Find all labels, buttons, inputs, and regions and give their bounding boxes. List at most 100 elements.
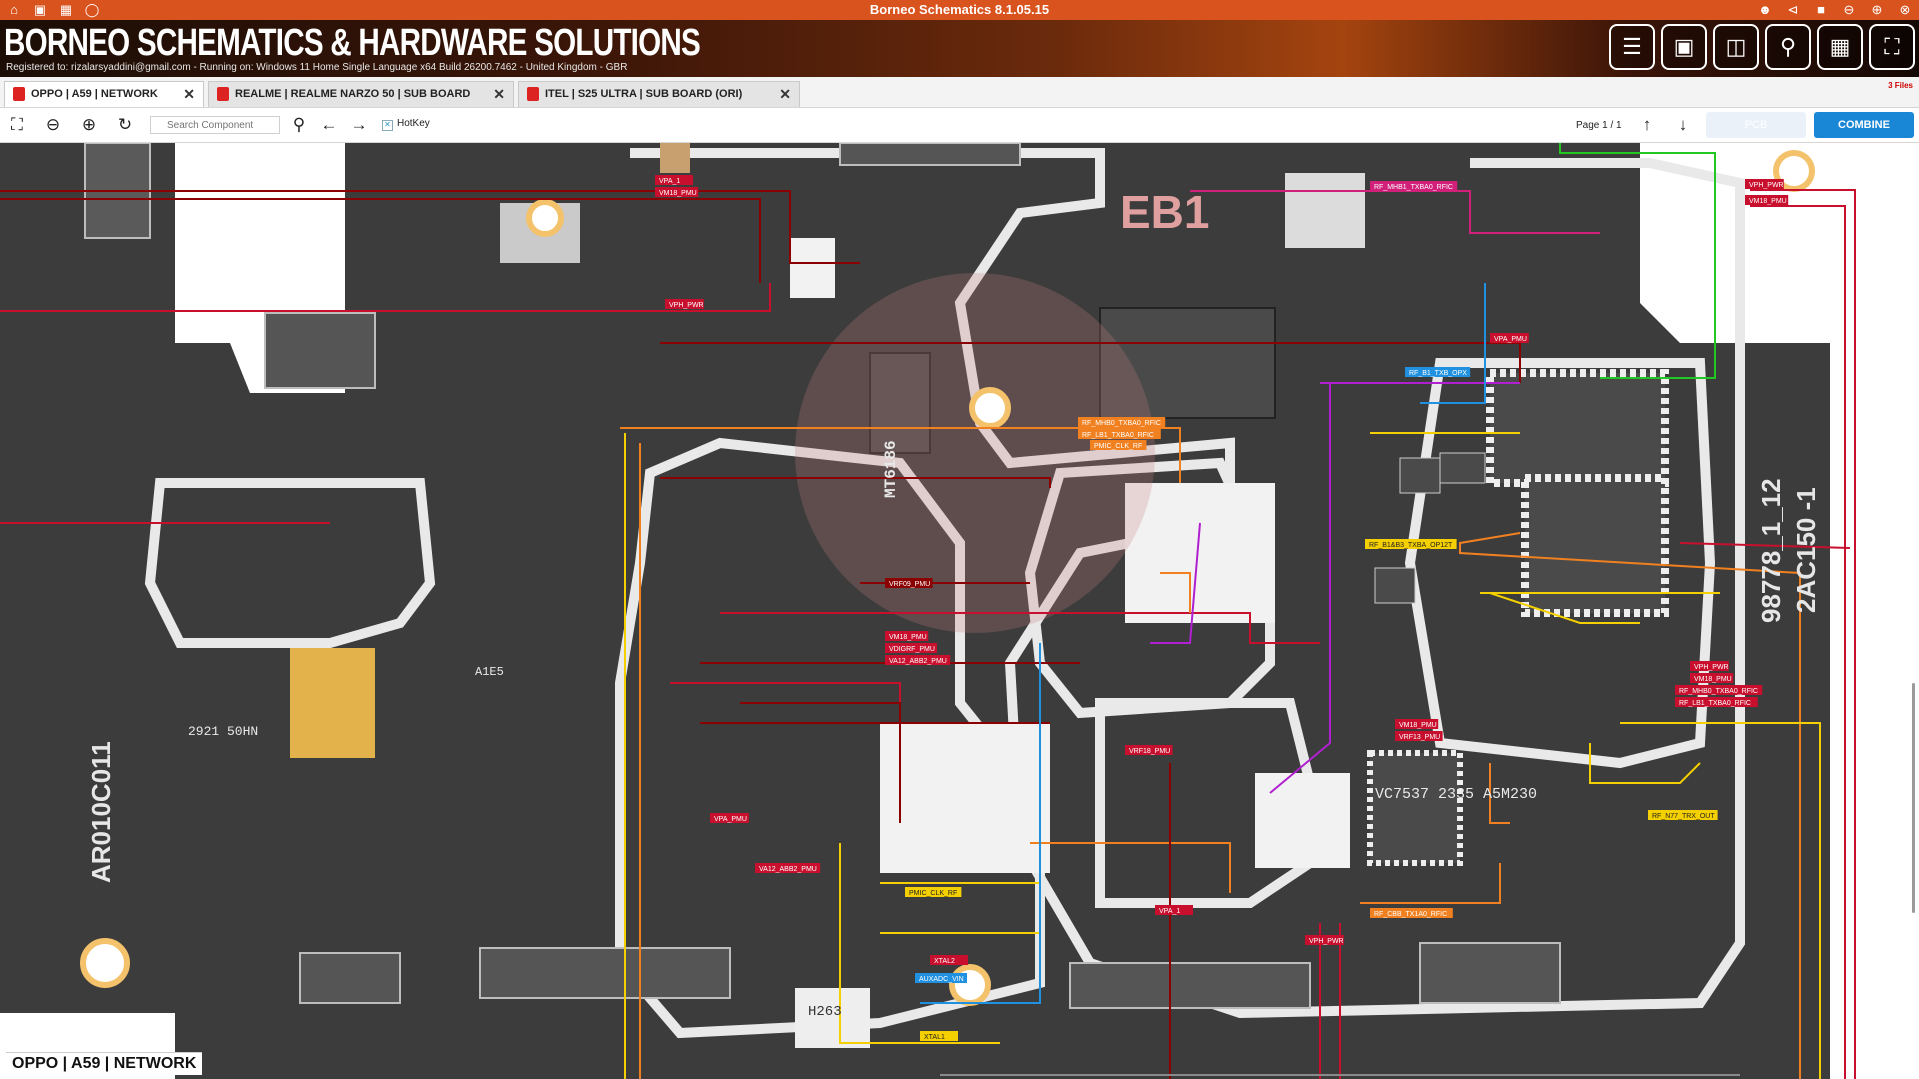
net-label[interactable]: VDIGRF_PMU — [885, 643, 937, 653]
combine-button[interactable]: COMBINE — [1814, 112, 1914, 138]
hotkey-toggle[interactable]: ✕HotKey — [382, 118, 430, 131]
home-icon[interactable]: ⌂ — [10, 2, 18, 17]
tab-realme-narzo[interactable]: REALME | REALME NARZO 50 | SUB BOARD ✕ — [208, 81, 514, 107]
net-trace — [1679, 542, 1851, 549]
fit-screen-icon[interactable]: ⛶ — [11, 115, 23, 134]
edge-icon[interactable]: ◯ — [84, 2, 100, 17]
net-label-bg — [885, 631, 929, 641]
report-icon[interactable]: ☰ — [1609, 24, 1655, 70]
banner-title: BORNEO SCHEMATICS & HARDWARE SOLUTIONS — [4, 22, 701, 64]
net-label-bg — [1155, 905, 1193, 915]
grid-icon[interactable]: ▦ — [59, 2, 73, 17]
net-label[interactable]: VPH_PWR — [1305, 935, 1344, 945]
net-label[interactable]: RF_LB1_TXBA0_RFIC — [1078, 429, 1161, 439]
board-viewer[interactable]: EB1 98778_1_12 2AC150 -1 AR010C011 MT618… — [0, 143, 1919, 1079]
net-label[interactable]: VM18_PMU — [1395, 719, 1439, 729]
tab-itel-s25[interactable]: ITEL | S25 ULTRA | SUB BOARD (ORI) ✕ — [518, 81, 800, 107]
net-label-text: VDIGRF_PMU — [889, 646, 935, 653]
net-label[interactable]: VPA_PMU — [1490, 333, 1529, 343]
net-trace — [839, 843, 1000, 1044]
net-label[interactable]: VPA_1 — [1155, 905, 1193, 915]
net-trace — [740, 702, 901, 823]
net-label-bg — [885, 578, 933, 588]
net-label-text: XTAL1 — [924, 1034, 945, 1041]
minimize-icon[interactable]: ⊖ — [1843, 2, 1855, 17]
vertical-scrollbar[interactable] — [1912, 683, 1915, 913]
scan-icon[interactable]: ⛶ — [1869, 24, 1915, 70]
zoom-in-icon[interactable]: ⊕ — [81, 115, 97, 134]
net-label-bg — [755, 863, 821, 873]
viewer-toolbar: ⛶ ⊖ ⊕ ↻ ⚲ ← → ✕HotKey Page 1 / 1 ↑ ↓ PCB… — [0, 108, 1919, 143]
net-label[interactable]: VPH_PWR — [1745, 179, 1784, 189]
share-icon[interactable]: ⊲ — [1787, 2, 1799, 17]
tab-close-icon[interactable]: ✕ — [779, 86, 791, 102]
search-zoom-icon[interactable]: ⚲ — [1765, 24, 1811, 70]
net-label[interactable]: VM18_PMU — [885, 631, 929, 641]
net-trace — [1420, 283, 1486, 404]
net-label[interactable]: RF_N77_TRX_OUT — [1648, 810, 1718, 820]
net-label[interactable]: VA12_ABB2_PMU — [885, 655, 951, 665]
net-label[interactable]: PMIC_CLK_RF — [905, 887, 962, 897]
close-icon[interactable]: ⊗ — [1899, 2, 1911, 17]
save-icon[interactable]: ▣ — [33, 2, 47, 17]
net-label[interactable]: RF_MHB0_TXBA0_RFIC — [1675, 685, 1763, 695]
arrow-down-icon[interactable]: ↓ — [1678, 115, 1688, 134]
search-icon[interactable]: ⚲ — [292, 115, 306, 134]
monitor-icon[interactable]: ▣ — [1661, 24, 1707, 70]
net-label[interactable]: RF_LB1_TXBA0_RFIC — [1675, 697, 1758, 707]
pdf-icon — [527, 87, 539, 101]
net-label[interactable]: RF_MHB1_TXBA0_RFIC — [1370, 181, 1458, 191]
net-label[interactable]: RF_CBB_TX1A0_RFIC — [1370, 908, 1453, 918]
net-label[interactable]: VPA_PMU — [710, 813, 749, 823]
net-label[interactable]: VM18_PMU — [1690, 673, 1734, 683]
rotate-icon[interactable]: ↻ — [117, 115, 133, 134]
net-trace — [1030, 842, 1231, 893]
add-icon[interactable]: ⊕ — [1871, 2, 1883, 17]
tab-oppo-a59[interactable]: OPPO | A59 | NETWORK ✕ — [4, 81, 204, 107]
net-label[interactable]: AUXADC_VIN — [915, 973, 967, 983]
net-label[interactable]: VRF13_PMU — [1395, 731, 1443, 741]
net-label-text: XTAL2 — [934, 958, 955, 965]
user-icon[interactable]: ☻ — [1758, 2, 1772, 17]
net-label-bg — [1305, 935, 1344, 945]
net-label[interactable]: XTAL1 — [920, 1031, 958, 1041]
net-label[interactable]: VM18_PMU — [1745, 195, 1789, 205]
horizontal-scrollbar[interactable] — [940, 1074, 1740, 1076]
device-icon[interactable]: ◫ — [1713, 24, 1759, 70]
net-label[interactable]: RF_B1&B3_TXBA_OP12T — [1365, 539, 1457, 549]
calendar-icon[interactable]: ▦ — [1817, 24, 1863, 70]
net-label[interactable]: PMIC_CLK_RF — [1090, 440, 1147, 450]
net-trace — [1589, 743, 1701, 784]
net-label-text: VPA_1 — [659, 178, 680, 185]
zoom-out-icon[interactable]: ⊖ — [45, 115, 61, 134]
net-label-bg — [1405, 367, 1471, 377]
net-trace — [1489, 592, 1640, 624]
net-label[interactable]: VPH_PWR — [665, 299, 704, 309]
tab-close-icon[interactable]: ✕ — [493, 86, 505, 102]
pcb-button[interactable]: PCB — [1706, 112, 1806, 138]
net-label[interactable]: XTAL2 — [930, 955, 968, 965]
net-label[interactable]: VRF09_PMU — [885, 578, 933, 588]
arrow-up-icon[interactable]: ↑ — [1642, 115, 1652, 134]
video-icon[interactable]: ■ — [1817, 2, 1825, 17]
net-label[interactable]: VPA_1 — [655, 175, 693, 185]
arrow-left-icon[interactable]: ← — [320, 115, 338, 134]
app-banner: BORNEO SCHEMATICS & HARDWARE SOLUTIONS R… — [0, 20, 1919, 77]
net-label[interactable]: VRF18_PMU — [1125, 745, 1173, 755]
net-label[interactable]: VPH_PWR — [1690, 661, 1729, 671]
net-label[interactable]: RF_B1_TXB_OPX — [1405, 367, 1471, 377]
net-label[interactable]: RF_MHB0_TXBA0_RFIC — [1078, 417, 1166, 427]
pcb-board-image[interactable]: EB1 98778_1_12 2AC150 -1 AR010C011 MT618… — [0, 143, 1919, 1079]
arrow-right-icon[interactable]: → — [350, 115, 368, 134]
net-label[interactable]: VM18_PMU — [655, 187, 699, 197]
net-label[interactable]: VA12_ABB2_PMU — [755, 863, 821, 873]
net-label-bg — [1395, 719, 1439, 729]
net-label-text: RF_MHB0_TXBA0_RFIC — [1082, 420, 1161, 427]
net-label-text: VPH_PWR — [1749, 182, 1784, 189]
net-label-bg — [1745, 179, 1784, 189]
search-component-input[interactable] — [150, 116, 280, 134]
ic-chips — [290, 143, 1669, 1048]
tab-close-icon[interactable]: ✕ — [183, 86, 195, 102]
checkbox-icon[interactable]: ✕ — [382, 120, 393, 131]
